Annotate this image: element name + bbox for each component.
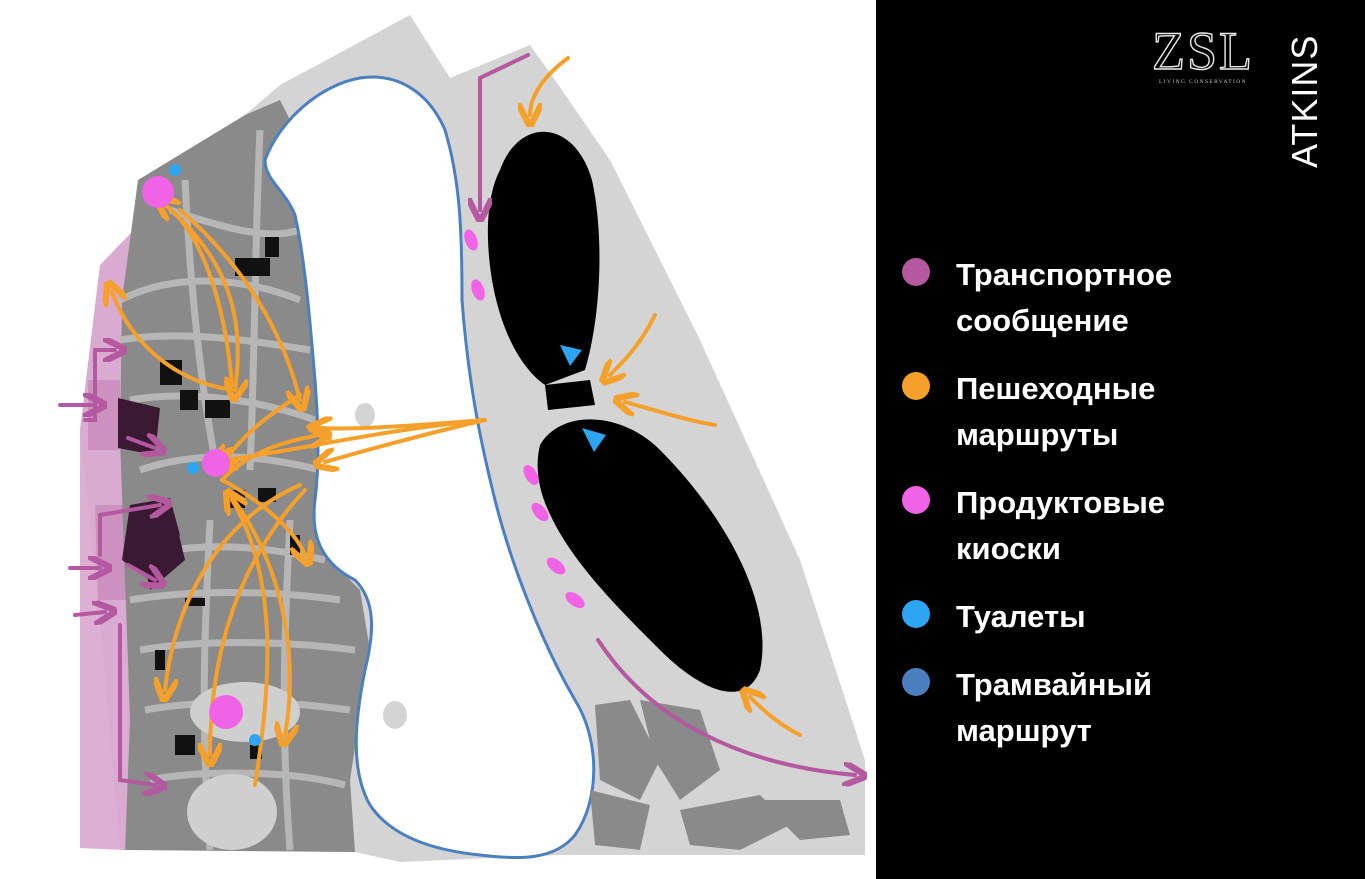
zsl-wordmark: ZSL bbox=[1151, 21, 1254, 81]
map-drawing bbox=[58, 15, 876, 862]
legend-item-pedestrian: Пешеходные маршруты bbox=[900, 366, 1360, 458]
legend-item-toilets: Туалеты bbox=[900, 594, 1360, 640]
pedestrian-circle-icon bbox=[902, 372, 930, 400]
tram-circle-icon bbox=[902, 668, 930, 696]
toilets bbox=[169, 164, 606, 746]
food-kiosks bbox=[142, 176, 585, 729]
toilet-circle-icon bbox=[902, 600, 930, 628]
arenas bbox=[487, 131, 763, 692]
legend-label: Пешеходные маршруты bbox=[956, 371, 1156, 452]
legend-item-transport: Транспортное сообщение bbox=[900, 252, 1360, 344]
south-clearing-2 bbox=[187, 774, 277, 850]
pedestrian-arrows bbox=[112, 56, 802, 787]
legend-list: Транспортное сообщение Пешеходные маршру… bbox=[900, 252, 1360, 776]
transport-arrows bbox=[58, 53, 855, 785]
lake-islands bbox=[355, 403, 407, 729]
legend-item-kiosks: Продуктовые киоски bbox=[900, 480, 1360, 572]
transport-circle-icon bbox=[902, 258, 930, 286]
legend-label: Продуктовые киоски bbox=[956, 485, 1166, 566]
east-lower-blocks bbox=[590, 700, 850, 850]
legend-item-tram: Трамвайный маршрут bbox=[900, 662, 1360, 754]
zsl-logo: ZSL LIVING CONSERVATION bbox=[1148, 21, 1258, 92]
legend-label: Трамвайный маршрут bbox=[956, 667, 1153, 748]
atkins-wordmark: ATKINS bbox=[1284, 34, 1325, 168]
legend-label: Транспортное сообщение bbox=[956, 257, 1173, 338]
legend-label: Туалеты bbox=[956, 599, 1086, 634]
atkins-logo: ATKINS bbox=[1260, 32, 1325, 172]
legend-panel: ZSL LIVING CONSERVATION ATKINS Транспорт… bbox=[876, 0, 1365, 879]
site-plan-map bbox=[58, 15, 876, 862]
zsl-tagline: LIVING CONSERVATION bbox=[1159, 79, 1247, 85]
kiosk-circle-icon bbox=[902, 486, 930, 514]
